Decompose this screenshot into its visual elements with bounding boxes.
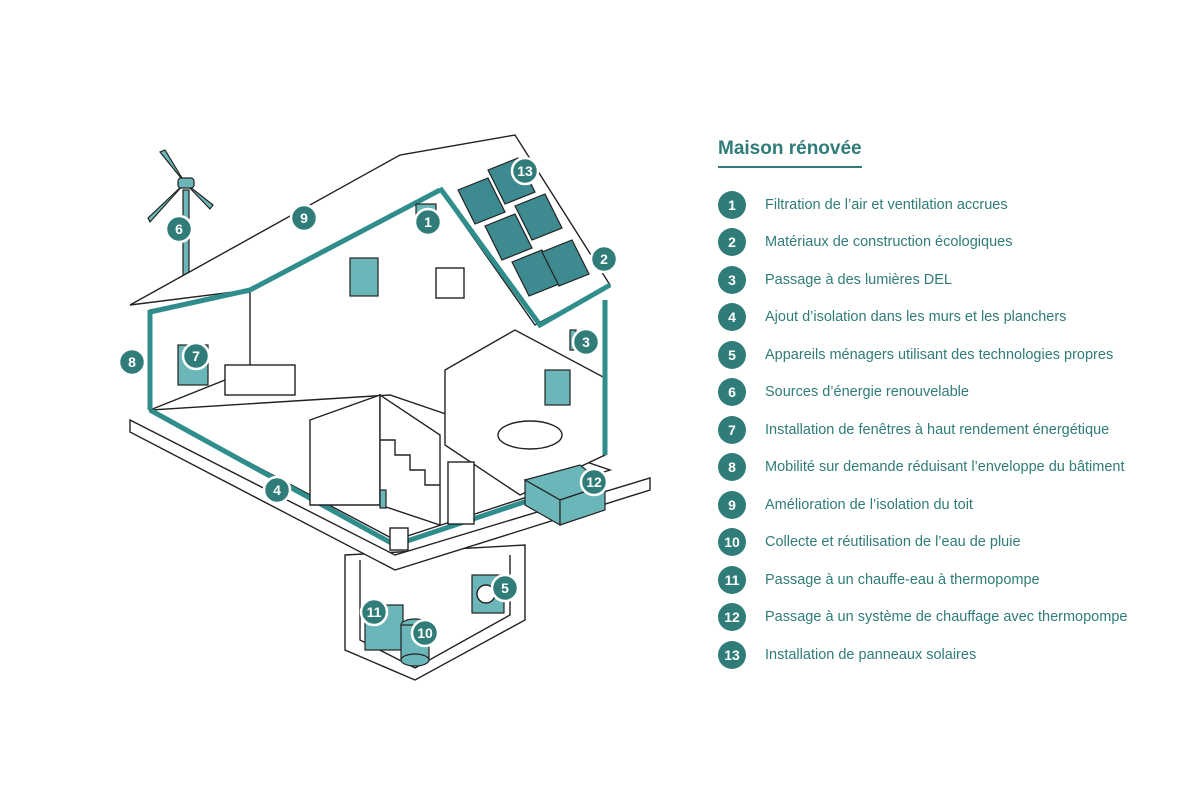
legend-number-badge: 8 (718, 453, 746, 482)
legend-item: 11 Passage à un chauffe-eau à thermopompe (718, 561, 1178, 599)
legend-item: 5 Appareils ménagers utilisant des techno… (718, 336, 1178, 374)
marker-8: 8 (117, 347, 147, 377)
marker-10: 10 (410, 618, 440, 648)
svg-text:4: 4 (273, 482, 281, 498)
legend-number-badge: 7 (718, 415, 746, 444)
legend-number-badge: 9 (718, 490, 746, 519)
svg-text:10: 10 (417, 625, 433, 641)
legend-label: Matériaux de construction écologiques (765, 234, 1013, 251)
legend-label: Installation de fenêtres à haut rendemen… (765, 421, 1110, 438)
marker-11: 11 (359, 597, 389, 627)
marker-5: 5 (490, 573, 520, 603)
svg-text:6: 6 (175, 221, 183, 237)
legend-item: 8 Mobilité sur demande réduisant l’envelo… (718, 449, 1178, 487)
legend-item: 7 Installation de fenêtres à haut rendeme… (718, 411, 1178, 449)
legend-label: Passage à un système de chauffage avec t… (765, 609, 1128, 626)
legend-number-badge: 4 (718, 303, 746, 332)
legend-number-badge: 2 (718, 228, 746, 257)
legend-label: Appareils ménagers utilisant des technol… (765, 346, 1114, 363)
legend-number-badge: 6 (718, 378, 746, 407)
legend-item: 13 Installation de panneaux solaires (718, 636, 1178, 674)
legend-item: 2 Matériaux de construction écologiques (718, 224, 1178, 262)
legend-item: 3 Passage à des lumières DEL (718, 261, 1178, 299)
legend-number-badge: 13 (718, 640, 746, 669)
legend-label: Collecte et réutilisation de l’eau de pl… (765, 534, 1021, 551)
legend-label: Passage à des lumières DEL (765, 271, 952, 288)
marker-2: 2 (589, 244, 619, 274)
legend-label: Filtration de l’air et ventilation accru… (765, 196, 1008, 213)
svg-text:7: 7 (192, 348, 200, 364)
legend-number-badge: 5 (718, 340, 746, 369)
marker-7: 7 (181, 341, 211, 371)
legend-number-badge: 12 (718, 603, 746, 632)
legend-label: Sources d’énergie renouvelable (765, 384, 969, 401)
svg-text:3: 3 (582, 334, 590, 350)
legend-item: 4 Ajout d’isolation dans les murs et les … (718, 299, 1178, 337)
legend-label: Ajout d’isolation dans les murs et les p… (765, 309, 1067, 326)
legend-item: 6 Sources d’énergie renouvelable (718, 374, 1178, 412)
svg-text:9: 9 (300, 210, 308, 226)
legend-label: Installation de panneaux solaires (765, 646, 977, 663)
legend-item: 1 Filtration de l’air et ventilation accr… (718, 186, 1178, 224)
legend-list: 1 Filtration de l’air et ventilation accr… (718, 186, 1178, 674)
legend-item: 12 Passage à un système de chauffage avec… (718, 599, 1178, 637)
legend: Maison rénovée 1 Filtration de l’air et v… (718, 138, 1178, 674)
legend-label: Amélioration de l’isolation du toit (765, 496, 973, 513)
marker-6: 6 (164, 214, 194, 244)
marker-3: 3 (571, 327, 601, 357)
legend-number-badge: 11 (718, 565, 746, 594)
svg-text:5: 5 (501, 580, 509, 596)
legend-label: Passage à un chauffe-eau à thermopompe (765, 571, 1040, 588)
legend-number-badge: 3 (718, 265, 746, 294)
svg-text:13: 13 (517, 163, 533, 179)
svg-text:1: 1 (424, 214, 432, 230)
svg-text:2: 2 (600, 251, 608, 267)
svg-text:11: 11 (367, 604, 382, 620)
marker-12: 12 (579, 467, 609, 497)
svg-text:12: 12 (586, 474, 602, 490)
svg-text:8: 8 (128, 354, 136, 370)
legend-number-badge: 10 (718, 528, 746, 557)
legend-title: Maison rénovée (718, 138, 862, 168)
legend-item: 10 Collecte et réutilisation de l’eau de … (718, 524, 1178, 562)
legend-label: Mobilité sur demande réduisant l’envelop… (765, 459, 1125, 476)
legend-item: 9 Amélioration de l’isolation du toit (718, 486, 1178, 524)
legend-number-badge: 1 (718, 190, 746, 219)
marker-4: 4 (262, 475, 292, 505)
marker-1: 1 (413, 207, 443, 237)
marker-13: 13 (510, 156, 540, 186)
marker-9: 9 (289, 203, 319, 233)
house-diagram: 1 2 3 4 5 6 7 8 9 10 11 12 13 (117, 134, 651, 681)
